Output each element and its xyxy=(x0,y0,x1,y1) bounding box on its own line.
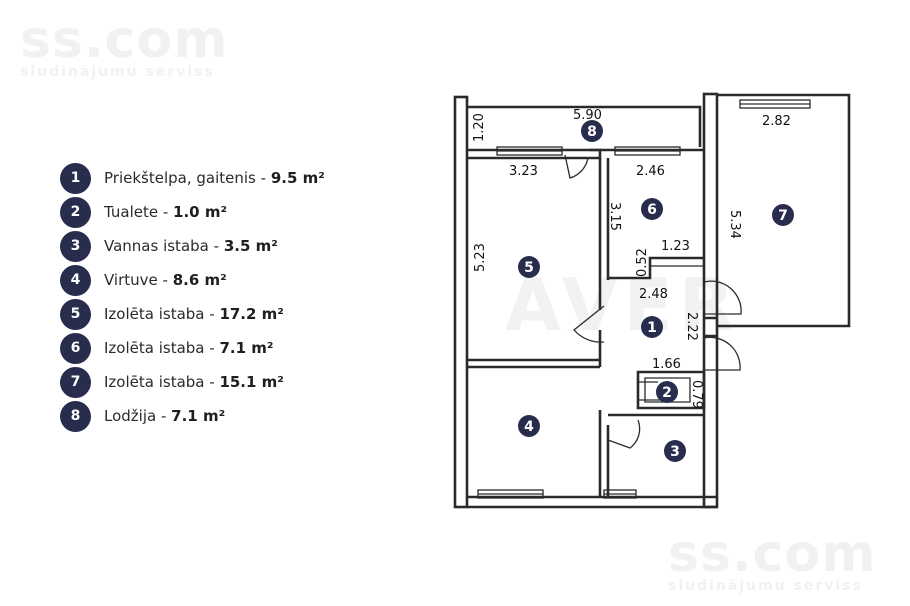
dim-label: 2.22 xyxy=(684,312,699,341)
door-frame-7 xyxy=(704,316,717,338)
dim-label: 5.23 xyxy=(473,243,488,272)
door-room5 xyxy=(573,305,605,343)
room-markers: 8 6 7 5 1 2 4 3 xyxy=(518,120,794,462)
legend-room-name: Virtuve xyxy=(104,271,158,289)
room-marker-7: 7 xyxy=(772,204,794,226)
svg-text:5: 5 xyxy=(524,260,534,276)
room-marker-3: 3 xyxy=(664,440,686,462)
door-loggia xyxy=(564,154,589,179)
room-marker-1: 1 xyxy=(641,316,663,338)
room-marker-5: 5 xyxy=(518,256,540,278)
doors xyxy=(564,154,742,449)
legend-room-area: 3.5 m² xyxy=(223,237,278,255)
legend-room-name: Izolēta istaba xyxy=(104,339,205,357)
watermark-tagline: sludinājumu serviss xyxy=(668,578,863,594)
legend-badge: 4 xyxy=(60,264,91,296)
legend-badge: 7 xyxy=(60,366,91,398)
legend-room-area: 7.1 m² xyxy=(171,407,226,425)
watermark-brand: ss.com xyxy=(668,524,877,584)
dim-label: 1.23 xyxy=(661,239,690,254)
legend-badge: 1 xyxy=(60,162,91,194)
legend-room-area: 7.1 m² xyxy=(219,339,274,357)
dim-label: 1.66 xyxy=(652,357,681,372)
svg-text:8: 8 xyxy=(587,124,597,140)
wall-left xyxy=(453,95,469,509)
legend-room-name: Vannas istaba xyxy=(104,237,209,255)
door-room1-right xyxy=(703,336,741,371)
watermark-tagline: sludinājumu serviss xyxy=(20,64,215,80)
legend-room-name: Izolēta istaba xyxy=(104,305,205,323)
svg-text:6: 6 xyxy=(647,202,657,218)
legend-badge: 8 xyxy=(60,400,91,432)
svg-text:7: 7 xyxy=(778,208,788,224)
outer-walls xyxy=(453,92,851,509)
legend-room-area: 15.1 m² xyxy=(219,373,284,391)
svg-text:2: 2 xyxy=(662,385,672,401)
door-room2 xyxy=(638,381,660,401)
legend-badge: 3 xyxy=(60,230,91,262)
door-room7 xyxy=(703,280,742,315)
ss-com-watermark-top: ss.com sludinājumu serviss xyxy=(20,14,228,80)
wall-room5-top xyxy=(467,148,602,160)
room-marker-4: 4 xyxy=(518,415,540,437)
windows xyxy=(477,99,811,499)
legend-room-area: 17.2 m² xyxy=(219,305,284,323)
dim-label: 1.20 xyxy=(472,113,487,142)
ss-com-watermark-bottom: ss.com sludinājumu serviss xyxy=(668,528,876,594)
legend-badge: 2 xyxy=(60,196,91,228)
dim-label: 2.46 xyxy=(636,164,665,179)
svg-text:4: 4 xyxy=(524,419,534,435)
dim-label: 0.79 xyxy=(689,380,704,409)
watermark-brand: ss.com xyxy=(20,10,229,70)
legend-room-name: Lodžija xyxy=(104,407,157,425)
legend-room-name: Priekštelpa, gaitenis xyxy=(104,169,256,187)
legend-room-name: Izolēta istaba xyxy=(104,373,205,391)
room-marker-8: 8 xyxy=(581,120,603,142)
room2-outline xyxy=(636,370,706,410)
door-room4 xyxy=(607,419,641,449)
legend-room-name: Tualete xyxy=(104,203,159,221)
dim-label: 2.48 xyxy=(639,287,668,302)
legend-room-area: 8.6 m² xyxy=(172,271,227,289)
dim-label: 3.15 xyxy=(607,202,622,231)
room2-inner xyxy=(644,377,691,403)
dim-label: 5.34 xyxy=(727,210,742,239)
legend-room-area: 9.5 m² xyxy=(270,169,325,187)
legend-room-area: 1.0 m² xyxy=(173,203,228,221)
loggia-rail xyxy=(467,105,702,147)
dim-label: 0.52 xyxy=(635,248,650,277)
inner-walls xyxy=(467,148,717,497)
room-marker-6: 6 xyxy=(641,198,663,220)
dim-label: 2.82 xyxy=(762,114,791,129)
wall-room6-bottom xyxy=(608,256,704,280)
dimension-labels: 5.90 1.20 3.23 2.46 2.82 5.34 5.23 3.15 … xyxy=(472,108,791,409)
legend-badge: 6 xyxy=(60,332,91,364)
room7-outline xyxy=(717,93,851,328)
legend-badge: 5 xyxy=(60,298,91,330)
svg-text:1: 1 xyxy=(647,320,657,336)
dim-label: 3.23 xyxy=(509,164,538,179)
svg-text:3: 3 xyxy=(670,444,680,460)
dim-label: 5.90 xyxy=(573,108,602,123)
room-marker-2: 2 xyxy=(656,381,678,403)
